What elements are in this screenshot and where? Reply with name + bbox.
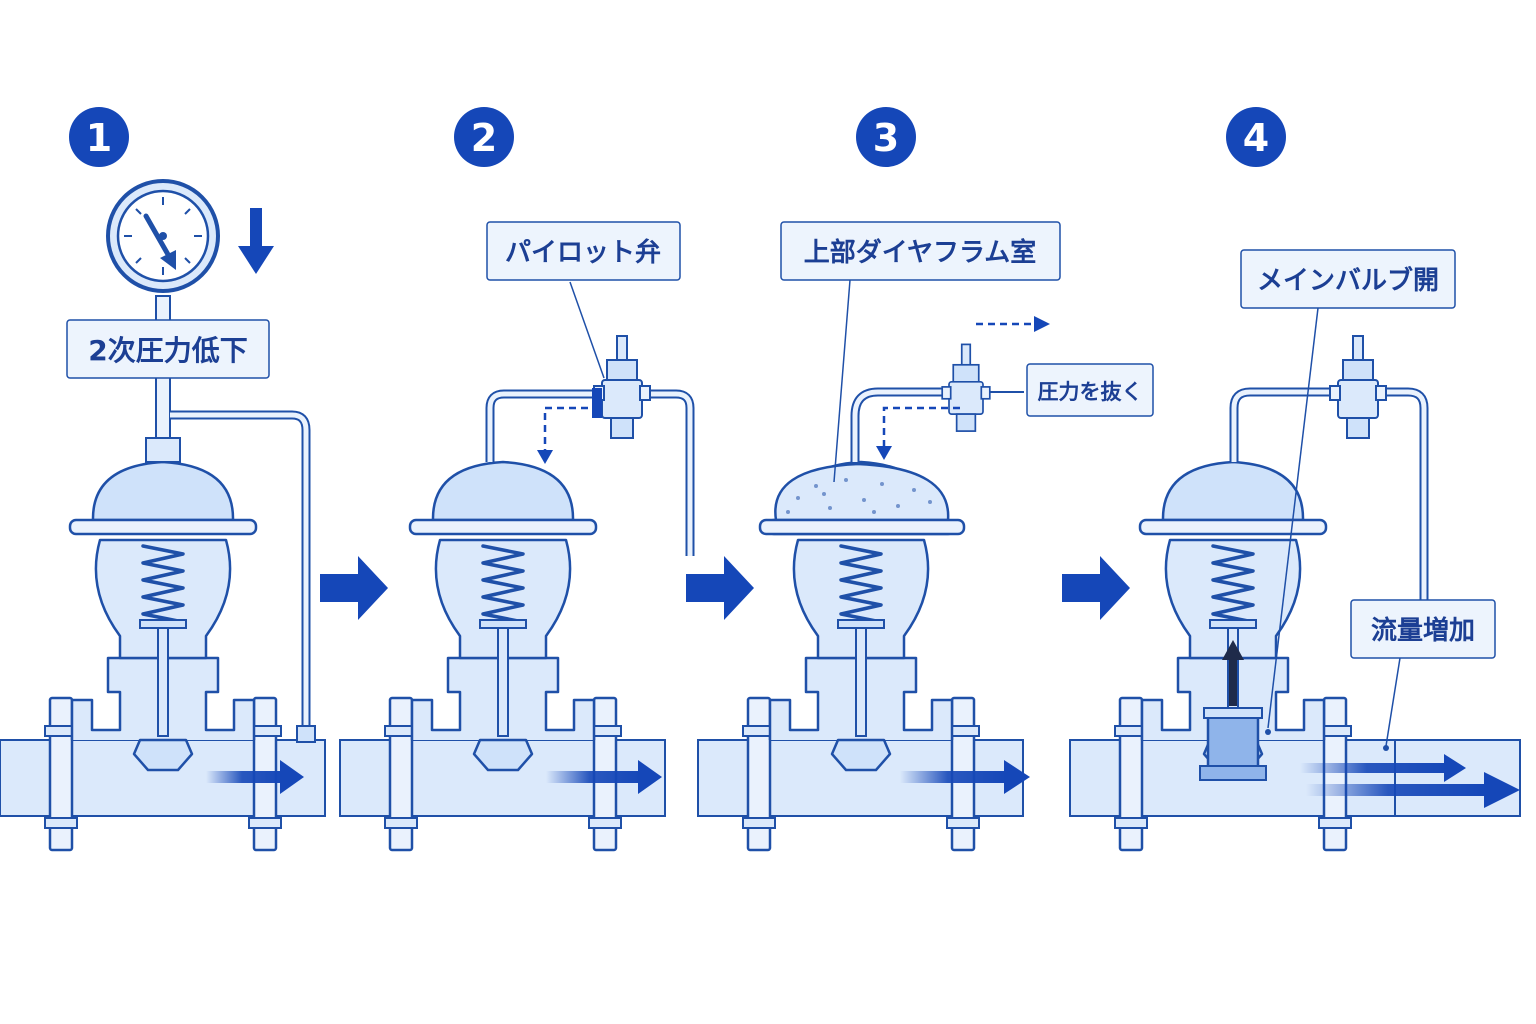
step-4-number: 4 [1243, 116, 1269, 160]
pilot-valve-2 [593, 335, 651, 439]
step-4-note: 流量増加 [1371, 616, 1475, 646]
pressure-gauge-icon [106, 179, 220, 293]
right-arrow-icon [686, 556, 754, 620]
right-arrow-icon [1062, 556, 1130, 620]
step-2-number: 2 [471, 116, 497, 160]
pilot-valve-4 [1329, 335, 1387, 439]
step-4-panel: 4 メインバルブ開 [1068, 107, 1521, 852]
step-3-number: 3 [873, 116, 899, 160]
main-valve-3 [696, 460, 1025, 852]
step-4-label: メインバルブ開 [1257, 265, 1439, 296]
main-valve-2 [338, 460, 667, 852]
pilot-valve-3 [941, 343, 991, 432]
step-1-number: 1 [86, 116, 112, 160]
step-1-badge [69, 107, 129, 167]
step-2-panel: 2 パイロット弁 [338, 107, 695, 852]
step-2-label: パイロット弁 [505, 237, 661, 268]
step-3-label: 上部ダイヤフラム室 [804, 237, 1036, 268]
right-arrow-icon [320, 556, 388, 620]
step-1-panel: 1 [0, 107, 327, 852]
main-valve-1 [0, 460, 327, 852]
down-arrow-icon [238, 208, 274, 274]
step-3-panel: 3 上部ダイヤフラム室 圧 [696, 107, 1154, 852]
step-3-badge [856, 107, 916, 167]
step-2-badge [454, 107, 514, 167]
step-4-badge [1226, 107, 1286, 167]
step-1-label: 2次圧力低下 [88, 334, 247, 367]
step-3-note: 圧力を抜く [1038, 380, 1143, 404]
